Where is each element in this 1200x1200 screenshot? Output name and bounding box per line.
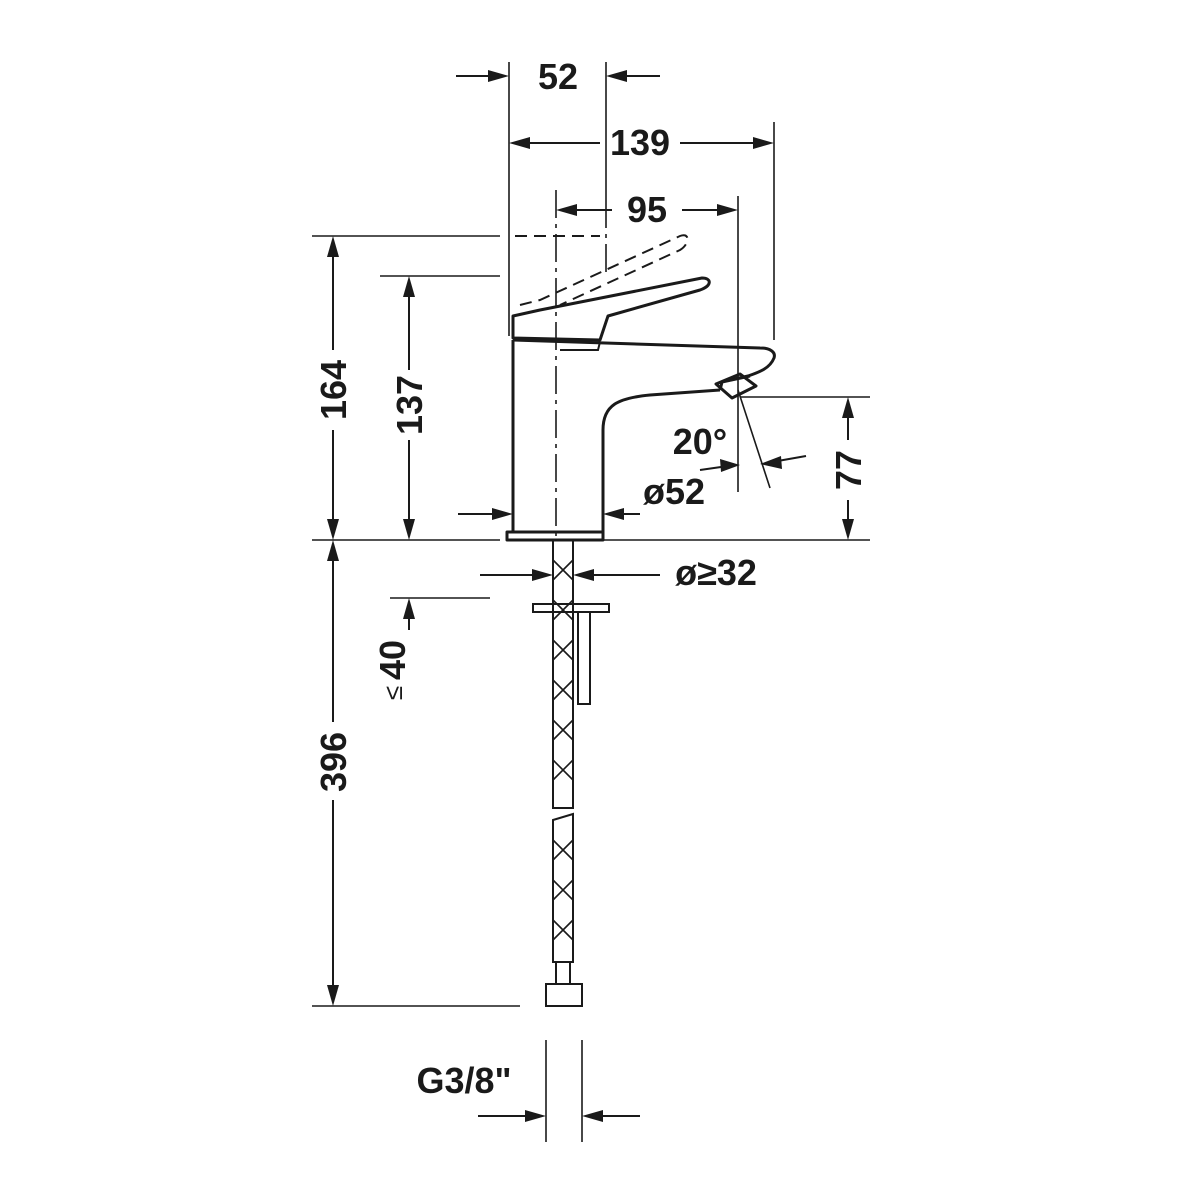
spout-angle-lines [737,389,771,489]
dim-connection-thread: G3/8" [416,1060,511,1101]
dim-spout-angle: 20° [673,421,727,462]
dim-total-height: 164 [313,360,354,420]
faucet-body [505,276,776,542]
dim-body-height: 137 [389,375,430,435]
dimension-labels: 52 139 95 164 137 77 20° ø52 ø≥32 40 ≤ 3… [313,56,869,1101]
lever-raised-outline [515,234,689,306]
supply-hose [532,539,610,1007]
dim-deck-thickness: 40 [372,640,413,680]
dimension-arrows [327,70,854,1122]
dim-hose-length: 396 [313,732,354,792]
dim-hole-diameter: ø≥32 [675,552,757,593]
dim-top-width-2: 139 [610,122,670,163]
dim-top-width-1: 52 [538,56,578,97]
dim-body-diameter: ø52 [643,471,705,512]
dim-spout-height: 77 [828,450,869,490]
center-lines [555,190,607,540]
dim-deck-thickness-prefix: ≤ [378,686,408,700]
dim-spout-reach: 95 [627,189,667,230]
extension-lines [312,62,870,1142]
